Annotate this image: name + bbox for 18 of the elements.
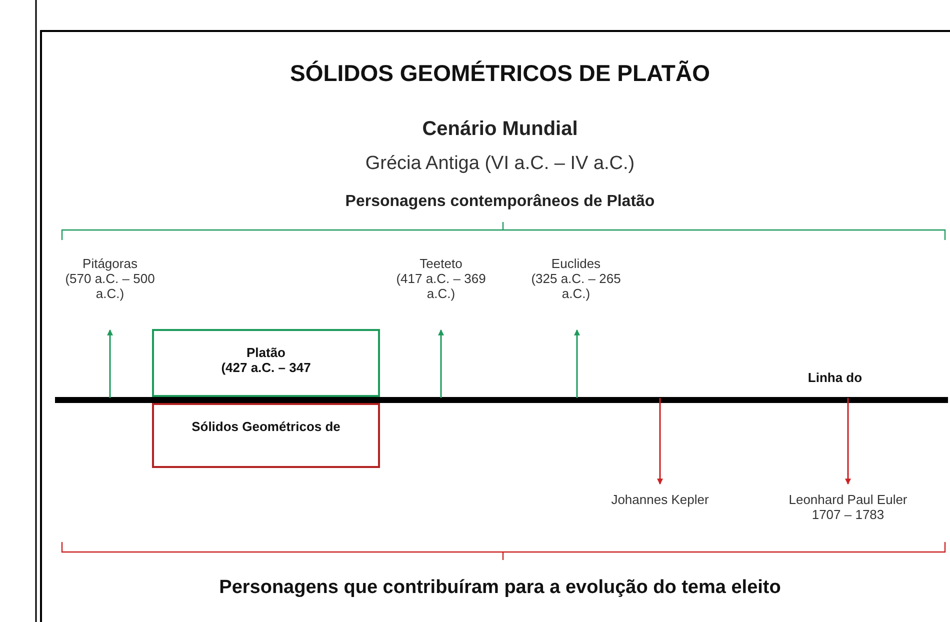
person-label: Teeteto (417 a.C. – 369 a.C.) [386, 256, 496, 308]
period-box: Platão (427 a.C. – 347 [152, 329, 380, 397]
arrow [438, 329, 444, 398]
caption: Personagens que contribuíram para a evolução do tema eleito [218, 577, 782, 599]
section-heading: Personagens contemporâneos de Platão [344, 193, 656, 211]
person-label: Leonhard Paul Euler 1707 – 1783 [768, 492, 928, 530]
person-label: Johannes Kepler [610, 492, 710, 530]
person-label: Euclides (325 a.C. – 265 a.C.) [521, 256, 631, 308]
subheading: Grécia Antiga (VI a.C. – IV a.C.) [364, 153, 636, 175]
topic-box: Sólidos Geométricos de [152, 403, 380, 468]
arrow [574, 329, 580, 398]
arrow [845, 398, 851, 485]
heading: Cenário Mundial [421, 118, 579, 141]
axis-label: Linha do [806, 370, 864, 385]
person-label: Pitágoras (570 a.C. – 500 a.C.) [60, 256, 160, 308]
arrow [107, 329, 113, 398]
title: SÓLIDOS GEOMÉTRICOS DE PLATÃO [289, 60, 711, 87]
arrow [657, 398, 663, 485]
